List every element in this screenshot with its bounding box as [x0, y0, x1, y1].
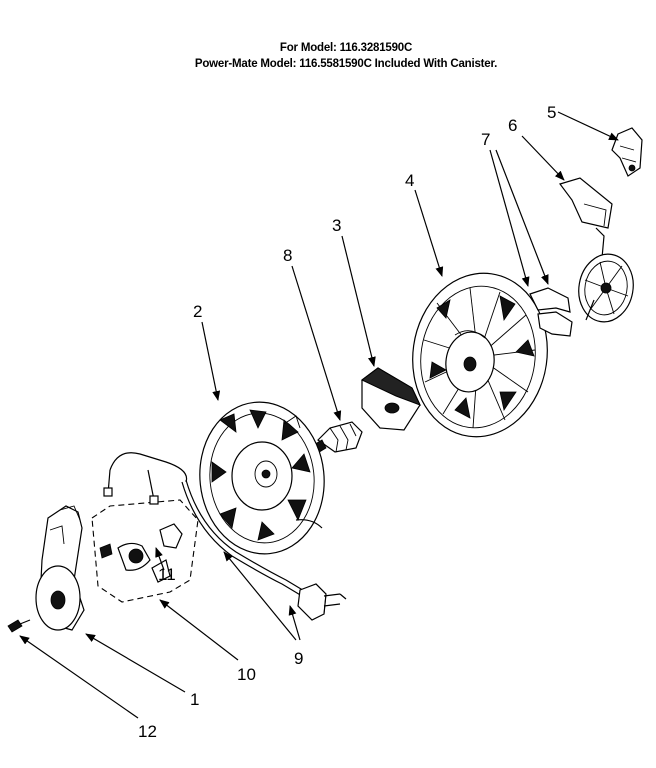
callout-7: 7: [481, 130, 490, 149]
callout-8: 8: [283, 246, 292, 265]
callout-3: 3: [332, 216, 341, 235]
callout-leaders: [19, 111, 619, 719]
callout-9: 9: [294, 649, 303, 668]
part-6-bracket-reel: [559, 177, 634, 323]
callout-6: 6: [508, 116, 517, 135]
part-4-cord-reel: [412, 272, 548, 438]
callout-12: 12: [138, 722, 157, 741]
callout-10: 10: [237, 665, 256, 684]
part-5-clip: [611, 127, 643, 177]
model-header-line-2: Power-Mate Model: 116.5581590C Included …: [194, 58, 498, 70]
part-3-spring-housing: [361, 367, 421, 431]
part-7-spring-clips: [529, 287, 573, 337]
model-header-line-1: For Model: 116.3281590C: [279, 42, 413, 54]
part-10-switch-assembly: [91, 499, 199, 603]
callout-labels: 5 6 7 4 3 8 2 11 9 10 1 12: [138, 103, 556, 741]
part-2-reel-disk: [199, 401, 325, 555]
part-1-housing: [35, 505, 85, 631]
part-12-screw: [7, 619, 31, 633]
wire-harness: [103, 452, 188, 505]
part-8-contact-plug: [311, 421, 363, 455]
callout-2: 2: [193, 302, 202, 321]
callout-1: 1: [190, 690, 199, 709]
callout-11: 11: [158, 565, 176, 584]
callout-4: 4: [405, 171, 414, 190]
callout-5: 5: [547, 103, 556, 122]
